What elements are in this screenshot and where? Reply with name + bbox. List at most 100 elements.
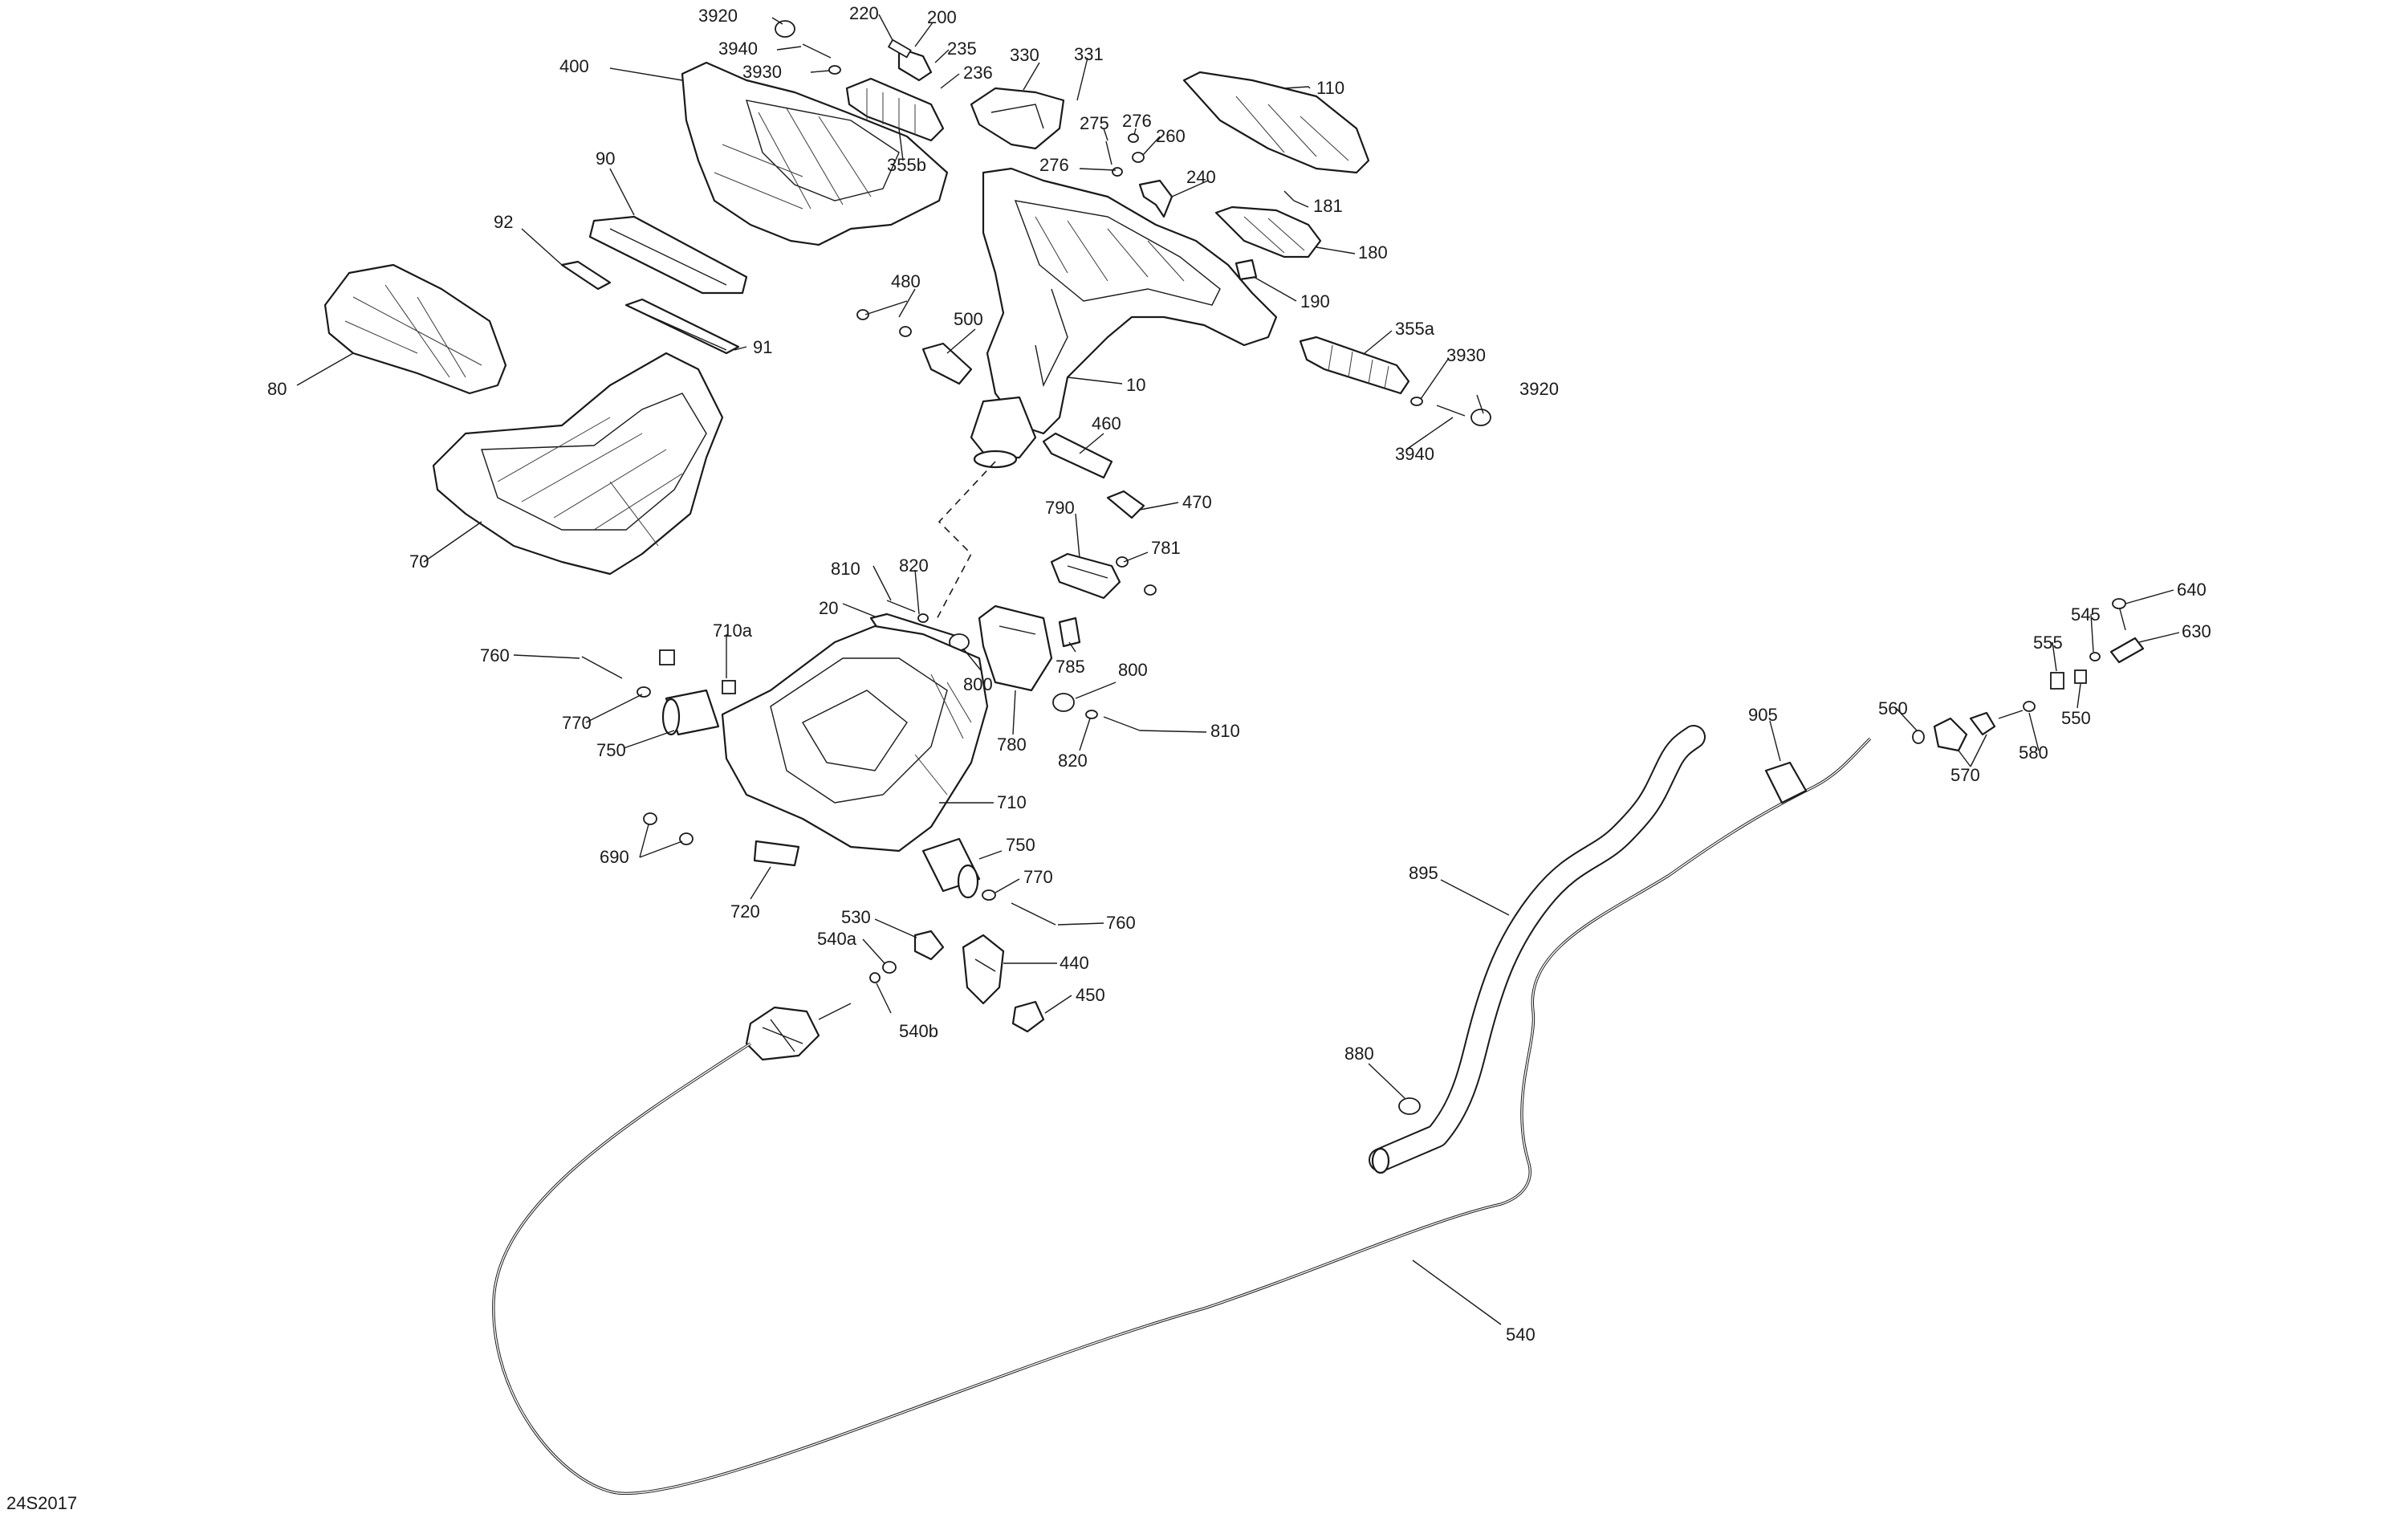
- part-180-cover: [1214, 206, 1322, 258]
- callout-275: 275: [1080, 113, 1109, 133]
- callout-750b: 750: [1006, 835, 1035, 855]
- callout-570: 570: [1950, 765, 1980, 785]
- part-355a-grip: [1299, 336, 1410, 395]
- callout-91: 91: [753, 337, 772, 357]
- callout-781: 781: [1151, 538, 1181, 558]
- callout-10: 10: [1126, 375, 1145, 395]
- part-10-handlebar: [970, 167, 1278, 469]
- part-810a-bolt: [886, 600, 916, 612]
- callout-820b: 820: [1058, 751, 1088, 771]
- callout-3940b: 3940: [1395, 444, 1434, 464]
- part-400-left-cover: [681, 61, 949, 246]
- callout-3920b: 3920: [1519, 379, 1559, 399]
- part-181-screw: [1283, 190, 1295, 201]
- part-90-bracket: [588, 215, 748, 295]
- part-470-connector: [1106, 490, 1145, 519]
- part-781-nut: [1116, 556, 1157, 596]
- part-750b-sleeve: [921, 837, 981, 899]
- callout-540: 540: [1506, 1325, 1536, 1345]
- part-640-screw: [2112, 598, 2126, 631]
- part-555-bushing: [2050, 672, 2064, 690]
- callout-555: 555: [2033, 633, 2063, 653]
- callout-355a: 355a: [1395, 319, 1435, 339]
- part-70-shroud: [432, 352, 724, 576]
- callout-400: 400: [559, 56, 589, 76]
- part-790-bracket: [1050, 552, 1121, 600]
- part-3920b-cap: [1470, 409, 1491, 426]
- callout-800b: 800: [1118, 660, 1148, 680]
- part-540-cable-end: [745, 1003, 852, 1061]
- part-905-boot: [1764, 761, 1808, 804]
- part-240-lever: [1138, 179, 1173, 218]
- callout-3920a: 3920: [698, 6, 738, 26]
- part-3930b-washer: [1410, 397, 1423, 406]
- part-750a-sleeve: [661, 689, 720, 736]
- callout-236: 236: [963, 63, 993, 83]
- part-710-housing: [721, 625, 989, 853]
- callout-330: 330: [1010, 45, 1039, 65]
- part-190-clip: [1235, 258, 1258, 281]
- part-710a-bushing: [659, 649, 736, 694]
- callout-3930b: 3930: [1446, 345, 1486, 365]
- part-480-screw: [856, 309, 912, 337]
- callout-355b: 355b: [887, 155, 926, 175]
- part-3940a-bolt: [802, 43, 832, 59]
- part-570-fitting: [1933, 711, 1996, 752]
- part-820a-washer: [917, 613, 929, 623]
- part-450-clamp: [1011, 1000, 1045, 1033]
- part-630-adjuster: [2109, 637, 2145, 664]
- part-880-clip: [1398, 1097, 1421, 1115]
- callout-276b: 276: [1039, 155, 1069, 175]
- part-3940b-bolt: [1436, 405, 1466, 417]
- callout-545: 545: [2071, 604, 2101, 625]
- part-770b-washer: [982, 889, 996, 901]
- part-560-nut: [1912, 730, 1925, 744]
- part-220-screw: [887, 39, 912, 59]
- part-690-screws: [643, 812, 694, 845]
- drawing-number: 24S2017: [6, 1493, 77, 1513]
- leader-lines: [296, 14, 2180, 1325]
- callout-880: 880: [1344, 1044, 1374, 1064]
- callout-480: 480: [891, 271, 921, 291]
- callout-540b: 540b: [899, 1021, 938, 1041]
- callout-800a: 800: [963, 674, 993, 694]
- part-720-band: [753, 840, 800, 867]
- part-330-housing: [970, 87, 1065, 150]
- part-91-trim: [624, 298, 740, 355]
- part-3920a-cap: [775, 20, 795, 38]
- part-3930a-washer: [828, 65, 841, 75]
- callout-450: 450: [1076, 985, 1105, 1005]
- part-440-bracket: [962, 934, 1005, 1005]
- part-810b-bolt: [1103, 716, 1141, 731]
- callout-20: 20: [819, 598, 838, 618]
- callout-720: 720: [730, 901, 760, 922]
- callout-labels: 3920 220 200 3940 235 400 3930 236 330 3…: [267, 3, 2211, 1345]
- callout-550: 550: [2061, 708, 2091, 728]
- callout-895: 895: [1409, 863, 1438, 883]
- callout-220: 220: [849, 3, 879, 23]
- callout-580: 580: [2019, 743, 2048, 763]
- callout-785: 785: [1056, 657, 1085, 677]
- callout-110: 110: [1316, 78, 1344, 98]
- part-770a-washer: [637, 686, 651, 698]
- part-580-screw: [1998, 701, 2036, 719]
- callout-770b: 770: [1023, 867, 1053, 887]
- callout-80: 80: [267, 379, 287, 399]
- callout-3930a: 3930: [742, 62, 782, 82]
- part-895-tube: [1369, 725, 1706, 1174]
- callout-905: 905: [1748, 705, 1778, 725]
- callout-190: 190: [1300, 291, 1330, 311]
- part-545-washer: [2089, 652, 2101, 661]
- callout-820a: 820: [899, 555, 929, 576]
- part-800b-bushing: [1052, 693, 1075, 712]
- alignment-dashed-line: [934, 461, 996, 623]
- callout-331: 331: [1074, 44, 1104, 64]
- callout-530: 530: [841, 907, 871, 927]
- part-540a-ferrule: [882, 961, 897, 974]
- part-540b-ferrule: [869, 972, 881, 983]
- callout-710a: 710a: [713, 621, 753, 641]
- part-760a-pin: [581, 656, 623, 679]
- callout-760b: 760: [1106, 913, 1136, 933]
- callout-470: 470: [1182, 492, 1212, 512]
